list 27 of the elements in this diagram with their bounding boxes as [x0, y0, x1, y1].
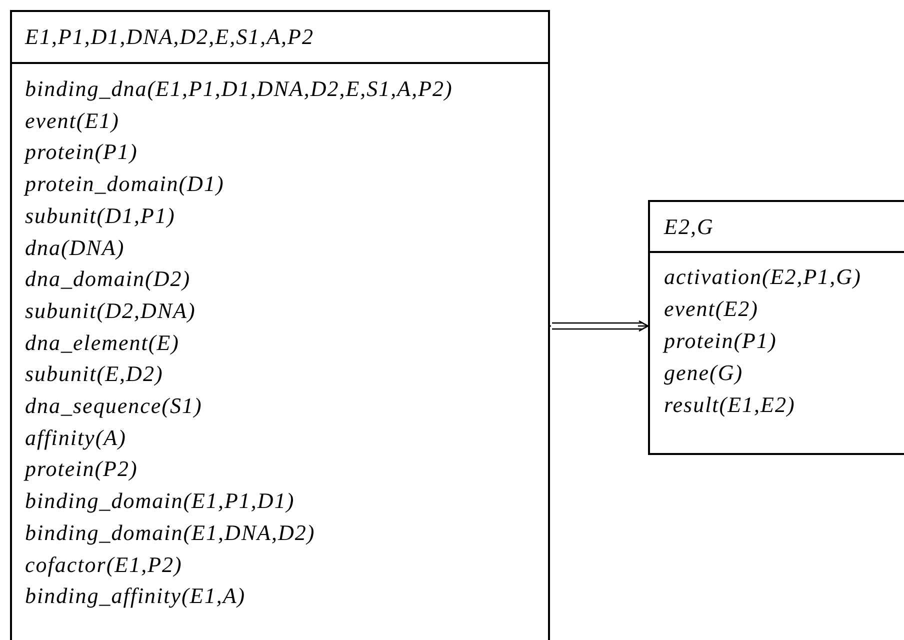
condition-line: protein(P2): [25, 455, 138, 484]
condition-line: gene(G): [664, 359, 744, 387]
condition-line: protein(P1): [25, 138, 138, 166]
variable-list: E2,G: [650, 202, 904, 253]
condition-line: dna_element(E): [25, 328, 180, 357]
condition-line: event(E2): [664, 295, 758, 323]
implication-arrow: [549, 320, 649, 332]
condition-line: subunit(D2,DNA): [25, 296, 196, 325]
condition-line: dna(DNA): [25, 234, 125, 262]
condition-line: affinity(A): [25, 424, 126, 452]
variable-list: E1,P1,D1,DNA,D2,E,S1,A,P2: [12, 12, 548, 64]
condition-line: binding_domain(E1,P1,D1): [25, 487, 295, 516]
condition-line: binding_dna(E1,P1,D1,DNA,D2,E,S1,A,P2): [25, 75, 453, 103]
condition-line: protein(P1): [664, 327, 777, 355]
condition-line: dna_sequence(S1): [25, 392, 202, 420]
condition-line: binding_domain(E1,DNA,D2): [25, 518, 316, 547]
condition-line: event(E1): [25, 106, 120, 135]
condition-line: result(E1,E2): [664, 391, 796, 419]
condition-line: dna_domain(D2): [25, 265, 191, 294]
condition-line: activation(E2,P1,G): [664, 263, 862, 291]
condition-line: cofactor(E1,P2): [25, 550, 182, 579]
condition-line: binding_affinity(E1,A): [25, 582, 246, 610]
drs-box: [10, 10, 550, 640]
condition-line: subunit(D1,P1): [25, 202, 176, 230]
condition-line: protein_domain(D1): [25, 170, 224, 198]
condition-line: subunit(E,D2): [25, 360, 164, 388]
drs-box: [648, 200, 904, 455]
